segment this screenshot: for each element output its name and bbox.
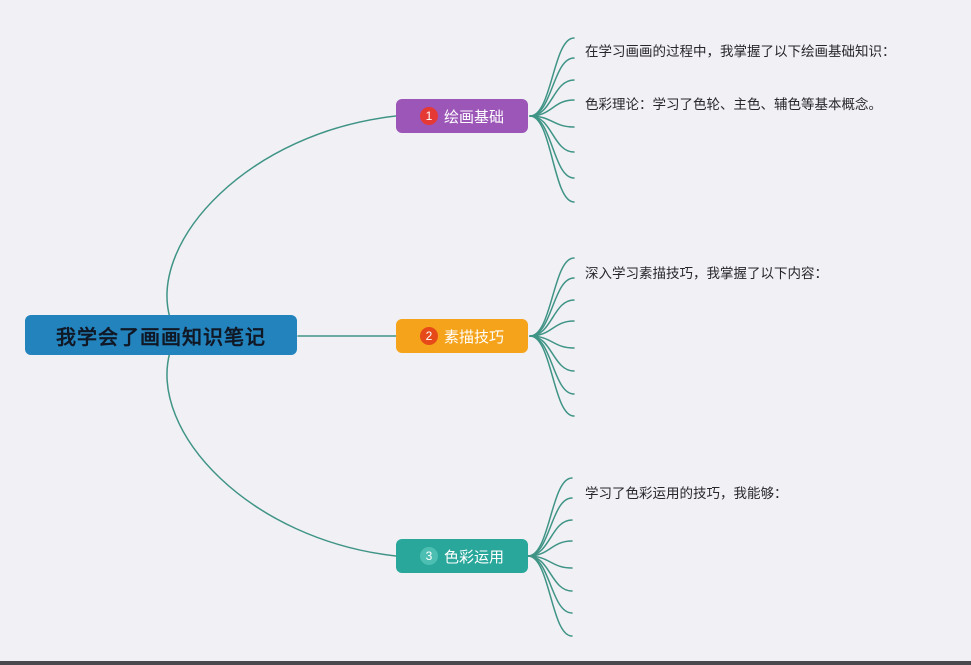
central-topic-label: 我学会了画画知识笔记 (56, 326, 266, 349)
canvas-bottom-edge (0, 661, 971, 665)
branch-label: 绘画基础 (443, 108, 504, 126)
note-text[interactable]: 学习了色彩运用的技巧，我能够： (585, 486, 788, 501)
note-text[interactable]: 在学习画画的过程中，我掌握了以下绘画基础知识： (585, 44, 896, 59)
edge-central-to-branch1 (166, 115, 397, 319)
branch-node-color-usage[interactable]: 3 色彩运用 (396, 539, 528, 573)
branch-label: 素描技巧 (443, 328, 504, 346)
branch-node-sketch-skills[interactable]: 2 素描技巧 (396, 319, 528, 353)
central-topic[interactable]: 我学会了画画知识笔记 (25, 315, 297, 355)
branch-number-badge: 3 (419, 547, 438, 565)
branch-label: 色彩运用 (443, 548, 504, 566)
branch-node-painting-basics[interactable]: 1 绘画基础 (396, 99, 528, 133)
branch-number-badge: 2 (419, 327, 438, 345)
edge-central-to-branch3 (166, 351, 397, 557)
note-text[interactable]: 色彩理论：学习了色轮、主色、辅色等基本概念。 (585, 97, 882, 112)
branch-number-badge: 1 (419, 107, 438, 125)
note-text[interactable]: 深入学习素描技巧，我掌握了以下内容： (585, 266, 828, 281)
